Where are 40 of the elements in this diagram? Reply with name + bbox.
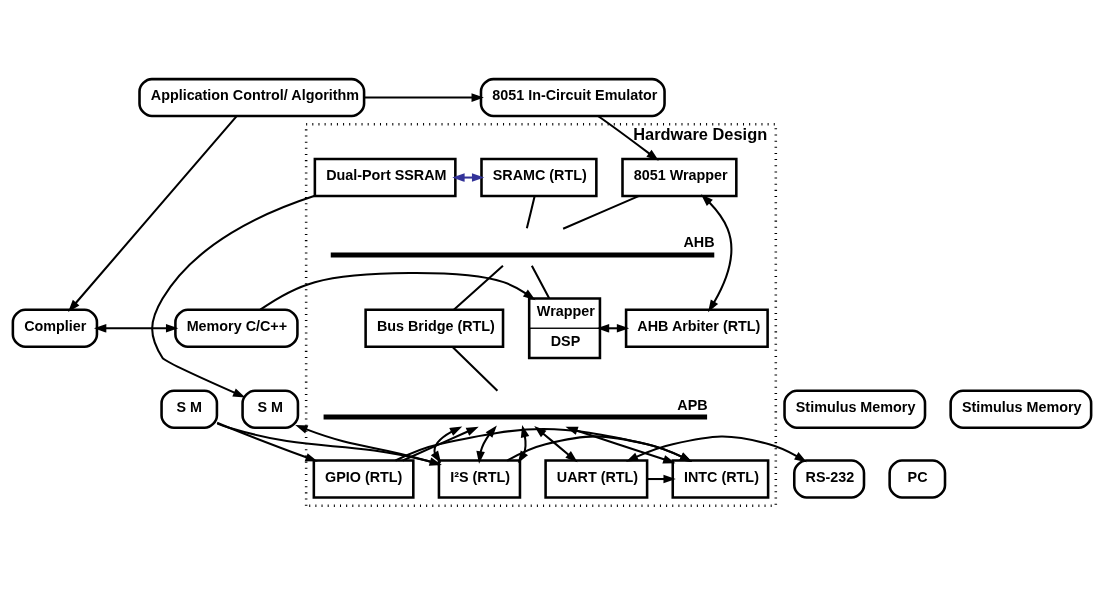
node-box: S M — [160, 389, 219, 429]
node-box: Bus Bridge (RTL) — [364, 308, 505, 348]
arrow — [216, 421, 318, 462]
node-box: GPIO (RTL) — [312, 458, 415, 499]
arrow — [625, 435, 807, 462]
node-box — [330, 251, 715, 258]
arrow — [364, 92, 484, 102]
node-box — [323, 413, 708, 420]
node-box: SRAMC (RTL) — [480, 157, 598, 197]
node-box: UART (RTL) — [544, 458, 649, 499]
node-box: Memory C/C++ — [174, 308, 299, 348]
node-box: INTC (RTL) — [671, 458, 770, 499]
node-box: Complier — [11, 308, 99, 348]
arrow — [700, 193, 733, 312]
connector — [530, 264, 551, 299]
node-box: AHB Arbiter (RTL) — [624, 308, 769, 348]
node-box: I²S (RTL) — [437, 458, 522, 499]
arrow — [94, 323, 179, 333]
arrow — [597, 114, 659, 161]
connector — [453, 264, 504, 311]
node-box: Application Control/ Algorithm — [138, 77, 366, 117]
node-box: 8051 In-Circuit Emulator — [479, 77, 666, 117]
node-label: AHB — [683, 233, 715, 250]
arrow — [259, 271, 536, 311]
node-box: PC — [888, 458, 947, 499]
node-box: Stimulus Memory — [783, 389, 927, 429]
node-label: APB — [677, 396, 708, 413]
node-box: 8051 Wrapper — [621, 157, 738, 197]
connector — [525, 195, 536, 229]
node-box: Stimulus Memory — [949, 389, 1093, 429]
arrow — [647, 474, 676, 483]
node-box: Dual-Port SSRAM — [313, 157, 457, 197]
arrow — [402, 426, 479, 461]
connector — [451, 345, 499, 392]
node-box: S M — [241, 389, 300, 429]
node-box: RS-232 — [793, 458, 866, 499]
arrow — [151, 194, 316, 397]
connector — [562, 194, 639, 230]
arrow — [430, 425, 463, 463]
arrow — [68, 115, 238, 312]
